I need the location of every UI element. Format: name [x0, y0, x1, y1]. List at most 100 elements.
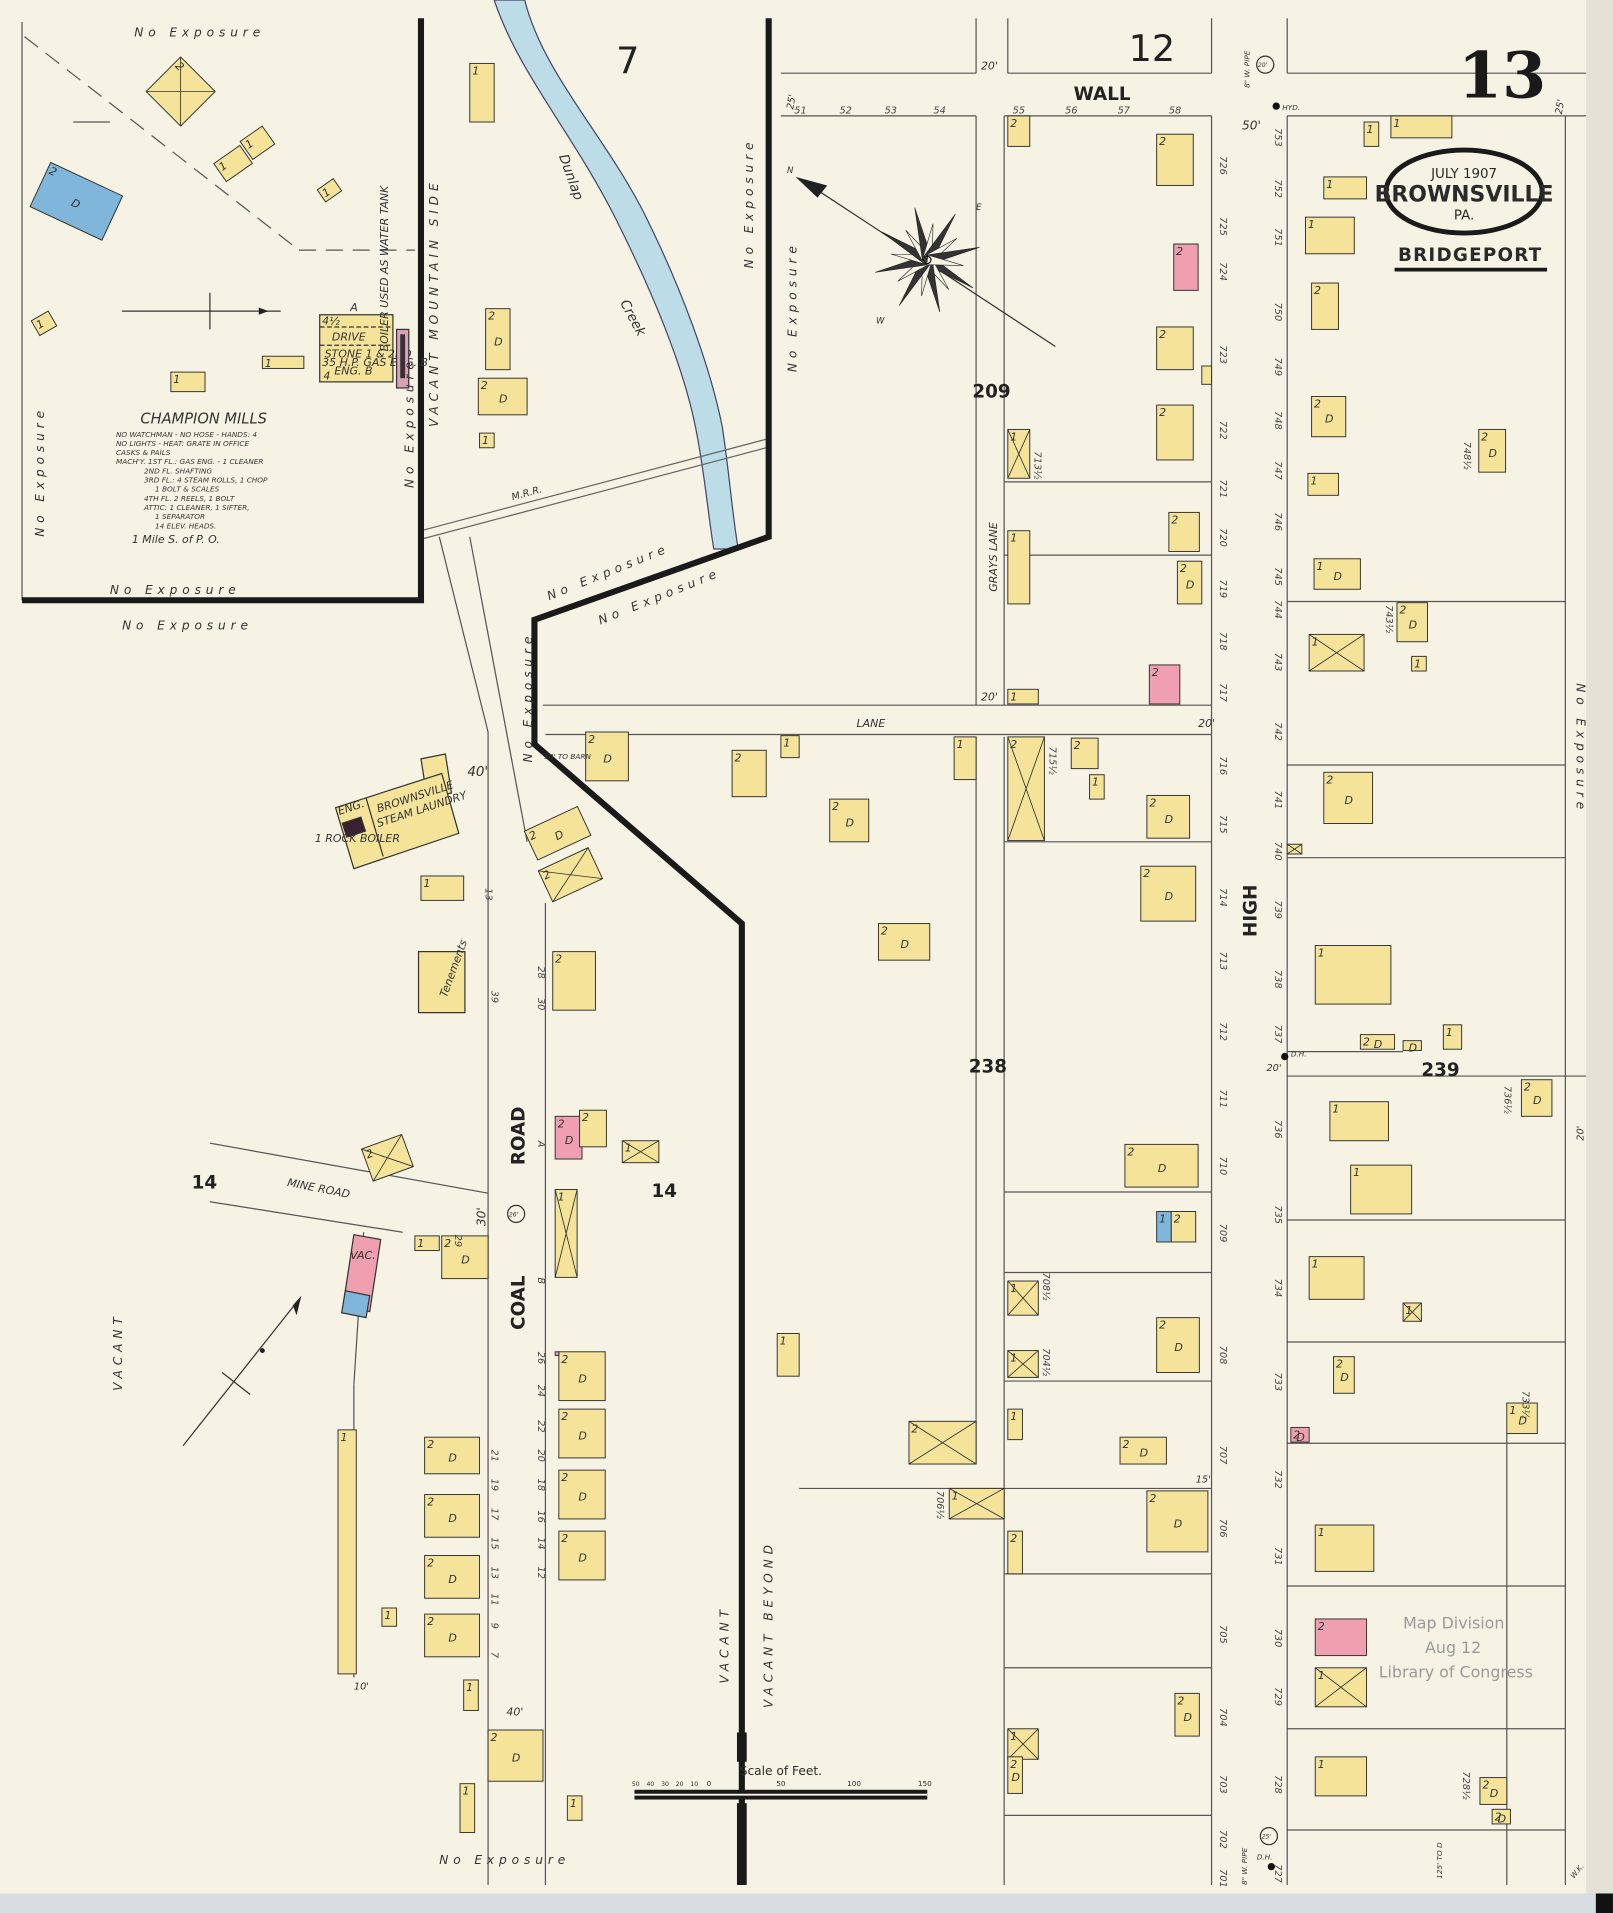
building[interactable]: 1: [1323, 176, 1367, 200]
building[interactable]: 1: [1007, 1728, 1039, 1760]
building[interactable]: 1: [463, 1679, 479, 1711]
building[interactable]: 2: [1314, 1618, 1367, 1657]
building[interactable]: 2D: [1323, 771, 1374, 825]
building[interactable]: 2D: [1333, 1356, 1355, 1394]
building[interactable]: 2: [908, 1420, 977, 1465]
building[interactable]: [1286, 843, 1303, 855]
building[interactable]: 2: [731, 749, 767, 798]
building[interactable]: 2D: [558, 1530, 606, 1581]
building[interactable]: 1: [1350, 1164, 1413, 1215]
building[interactable]: 2D: [1290, 1426, 1310, 1444]
building[interactable]: 1: [1305, 216, 1355, 255]
building[interactable]: D: [1402, 1040, 1422, 1055]
building[interactable]: 2D: [558, 1408, 606, 1459]
building[interactable]: 1: [261, 355, 305, 370]
building[interactable]: 2D: [554, 1115, 583, 1160]
building[interactable]: 2D: [1176, 560, 1203, 605]
building[interactable]: 2D: [424, 1436, 481, 1475]
building[interactable]: 1: [213, 144, 254, 183]
building[interactable]: 1: [554, 1189, 578, 1278]
building[interactable]: 1: [30, 310, 58, 337]
building[interactable]: 2D: [585, 731, 629, 782]
building[interactable]: 2D: [1311, 396, 1347, 438]
building[interactable]: 2D: [558, 1351, 606, 1402]
building[interactable]: 2D: [477, 377, 528, 416]
building[interactable]: 2: [1173, 243, 1199, 291]
building[interactable]: 1: [1308, 633, 1365, 672]
building[interactable]: 2D: [1146, 794, 1191, 839]
building[interactable]: 1: [776, 1332, 800, 1377]
building[interactable]: 2D: [1146, 1490, 1209, 1553]
champion-mills-building[interactable]: DRIVE 4½ STONE 1 & 2ND 35 H.P. GAS ENG. …: [319, 185, 428, 389]
building[interactable]: 2: [145, 56, 216, 127]
building[interactable]: 2: [1156, 326, 1194, 371]
building[interactable]: 1: [953, 736, 977, 781]
building[interactable]: 1: [469, 62, 495, 123]
building[interactable]: 1: [420, 875, 465, 901]
building[interactable]: [1201, 365, 1213, 385]
building[interactable]: 2D: [1174, 1692, 1200, 1737]
building[interactable]: [554, 1351, 560, 1356]
building[interactable]: 1: [1363, 121, 1380, 147]
steam-laundry-building[interactable]: BROWNSVILLE STEAM LAUNDRY ENG. 1 ROCK BO…: [315, 753, 470, 870]
building[interactable]: 2D: [441, 1235, 489, 1280]
building[interactable]: 1: [1314, 945, 1392, 1005]
building[interactable]: 1: [381, 1607, 398, 1627]
building[interactable]: 2D: [1119, 1436, 1167, 1465]
building[interactable]: 2D: [1124, 1143, 1199, 1188]
building[interactable]: 2D: [29, 161, 124, 241]
building[interactable]: 1: [1156, 1210, 1172, 1243]
building[interactable]: 2: [1148, 664, 1181, 705]
building[interactable]: 1: [1307, 472, 1339, 496]
building[interactable]: 2D: [829, 798, 870, 843]
building[interactable]: 1: [1007, 428, 1031, 479]
building[interactable]: 2D: [1007, 1756, 1023, 1794]
building[interactable]: 2: [1007, 1530, 1023, 1575]
building[interactable]: 2D: [1478, 428, 1507, 473]
building[interactable]: 1: [170, 371, 206, 393]
building[interactable]: 1: [1390, 115, 1453, 139]
building[interactable]: 2: [1156, 404, 1194, 461]
building[interactable]: 2D: [1396, 602, 1428, 643]
building[interactable]: 2: [1070, 737, 1099, 770]
building[interactable]: 2: [537, 847, 604, 903]
building[interactable]: 1: [337, 1429, 357, 1675]
building[interactable]: 1D: [1313, 558, 1361, 590]
building[interactable]: 1: [1308, 1256, 1365, 1300]
building[interactable]: 1: [1007, 688, 1039, 705]
building[interactable]: 2D: [424, 1613, 481, 1658]
building[interactable]: 1: [566, 1795, 583, 1821]
building[interactable]: 1: [948, 1487, 1005, 1520]
building[interactable]: 2D: [1479, 1777, 1508, 1805]
building[interactable]: 2D: [485, 308, 511, 371]
building[interactable]: 2: [1007, 115, 1031, 147]
building[interactable]: 2: [552, 951, 596, 1011]
building[interactable]: 2D: [1520, 1079, 1553, 1117]
building[interactable]: 1: [316, 178, 343, 203]
building[interactable]: 1: [479, 432, 495, 449]
building[interactable]: 2D: [558, 1469, 606, 1520]
building[interactable]: 1: [1007, 530, 1031, 605]
building[interactable]: 2D: [424, 1494, 481, 1538]
building[interactable]: 1: [1007, 1408, 1023, 1441]
building[interactable]: 2: [1170, 1210, 1197, 1243]
building[interactable]: 1: [239, 125, 276, 161]
building[interactable]: 1: [780, 735, 800, 759]
building[interactable]: 1: [1314, 1667, 1367, 1708]
building[interactable]: 1: [1007, 1280, 1039, 1316]
building[interactable]: 1: [459, 1783, 476, 1833]
building[interactable]: 2: [1156, 133, 1194, 186]
building[interactable]: 1: [1089, 774, 1105, 800]
building[interactable]: 1: [1402, 1302, 1422, 1322]
building[interactable]: 2: [360, 1133, 414, 1182]
building[interactable]: 1: [1329, 1101, 1389, 1142]
building[interactable]: 2: [579, 1109, 607, 1148]
building[interactable]: 2: [1007, 736, 1045, 842]
building[interactable]: 2D: [1491, 1808, 1511, 1826]
vacant-building-mine-road[interactable]: VAC.: [340, 1233, 382, 1319]
building[interactable]: 2: [1168, 511, 1200, 552]
building[interactable]: 1: [621, 1140, 660, 1164]
building[interactable]: 2D: [487, 1729, 544, 1782]
